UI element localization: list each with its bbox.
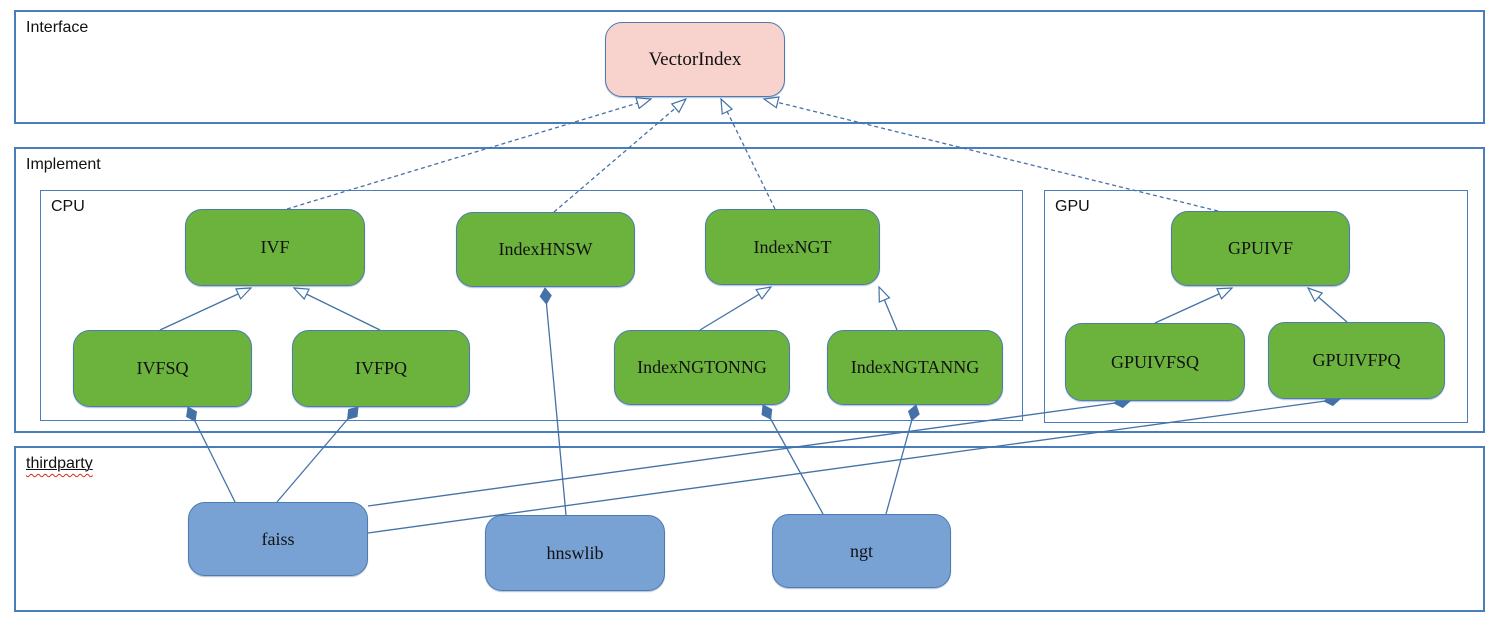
node-gpuivf[interactable]: GPUIVF xyxy=(1171,211,1350,286)
node-indexngtanng[interactable]: IndexNGTANNG xyxy=(827,330,1003,405)
node-gpuivfsq-label: GPUIVFSQ xyxy=(1110,351,1200,372)
edge-indexngtonng-to-indexngt[interactable] xyxy=(699,287,771,331)
edge-faiss-to-ivfpq[interactable] xyxy=(276,406,359,503)
node-gpuivfsq[interactable]: GPUIVFSQ xyxy=(1065,323,1245,401)
edge-gpuivf-to-vectorindex[interactable] xyxy=(764,99,1219,212)
node-faiss-label: faiss xyxy=(261,528,295,549)
edge-gpuivfsq-to-gpuivf[interactable] xyxy=(1154,288,1232,324)
edge-ngt-to-indexngtonng[interactable] xyxy=(761,404,824,515)
node-ivfpq-label: IVFPQ xyxy=(354,358,407,378)
edge-indexngtanng-to-indexngt[interactable] xyxy=(879,287,898,331)
node-gpuivfpq[interactable]: GPUIVFPQ xyxy=(1268,322,1445,399)
node-vectorindex[interactable]: VectorIndex xyxy=(605,22,785,97)
node-indexngtonng-label: IndexNGTONNG xyxy=(637,357,767,377)
gpu-container-label: GPU xyxy=(1055,198,1090,215)
node-gpuivf-label: GPUIVF xyxy=(1227,238,1293,258)
thirdparty-container[interactable]: thirdparty xyxy=(14,446,1485,612)
thirdparty-container-label: thirdparty xyxy=(26,455,93,473)
node-indexhnsw[interactable]: IndexHNSW xyxy=(456,212,635,287)
cpu-container-label: CPU xyxy=(51,198,85,215)
edge-ngt-to-indexngtanng[interactable] xyxy=(885,404,920,515)
node-ivfpq[interactable]: IVFPQ xyxy=(292,330,470,407)
node-hnswlib-label: hnswlib xyxy=(546,542,604,563)
node-ngt[interactable]: ngt xyxy=(772,514,951,588)
edge-indexhnsw-to-vectorindex[interactable] xyxy=(553,99,686,213)
edge-indexngt-to-vectorindex[interactable] xyxy=(721,99,776,210)
node-hnswlib[interactable]: hnswlib xyxy=(485,515,665,591)
node-indexhnsw-label: IndexHNSW xyxy=(498,239,593,259)
node-vectorindex-label: VectorIndex xyxy=(648,48,742,70)
node-indexngt[interactable]: IndexNGT xyxy=(705,209,880,285)
edge-ivf-to-vectorindex[interactable] xyxy=(286,99,651,210)
edge-faiss-to-gpuivfpq[interactable] xyxy=(367,394,1341,534)
node-faiss[interactable]: faiss xyxy=(188,502,368,576)
node-ivfsq[interactable]: IVFSQ xyxy=(73,330,252,407)
edge-hnswlib-to-indexhnsw[interactable] xyxy=(539,287,567,516)
implement-container[interactable]: Implement xyxy=(14,147,1485,433)
node-ivfsq-label: IVFSQ xyxy=(136,358,189,378)
gpu-container[interactable]: GPU xyxy=(1044,190,1468,423)
edge-faiss-to-gpuivfsq[interactable] xyxy=(367,396,1131,507)
node-gpuivfpq-label: GPUIVFPQ xyxy=(1312,350,1401,370)
implement-container-label: Implement xyxy=(26,156,101,173)
interface-container-label: Interface xyxy=(26,19,89,36)
thirdparty-misspelled-text: thirdparty xyxy=(26,455,93,472)
cpu-container[interactable]: CPU xyxy=(40,190,1023,421)
node-ivf[interactable]: IVF xyxy=(185,209,365,286)
node-indexngt-label: IndexNGT xyxy=(753,236,832,257)
node-indexngtanng-label: IndexNGTANNG xyxy=(850,357,980,377)
node-ngt-label: ngt xyxy=(849,540,873,561)
edge-gpuivfpq-to-gpuivf[interactable] xyxy=(1308,288,1348,323)
node-ivf-label: IVF xyxy=(260,237,290,257)
edge-faiss-to-ivfsq[interactable] xyxy=(186,406,236,503)
node-indexngtonng[interactable]: IndexNGTONNG xyxy=(614,330,790,405)
interface-container[interactable]: Interface xyxy=(14,10,1485,124)
edge-ivfpq-to-ivf[interactable] xyxy=(294,288,381,331)
edge-ivfsq-to-ivf[interactable] xyxy=(159,288,251,331)
